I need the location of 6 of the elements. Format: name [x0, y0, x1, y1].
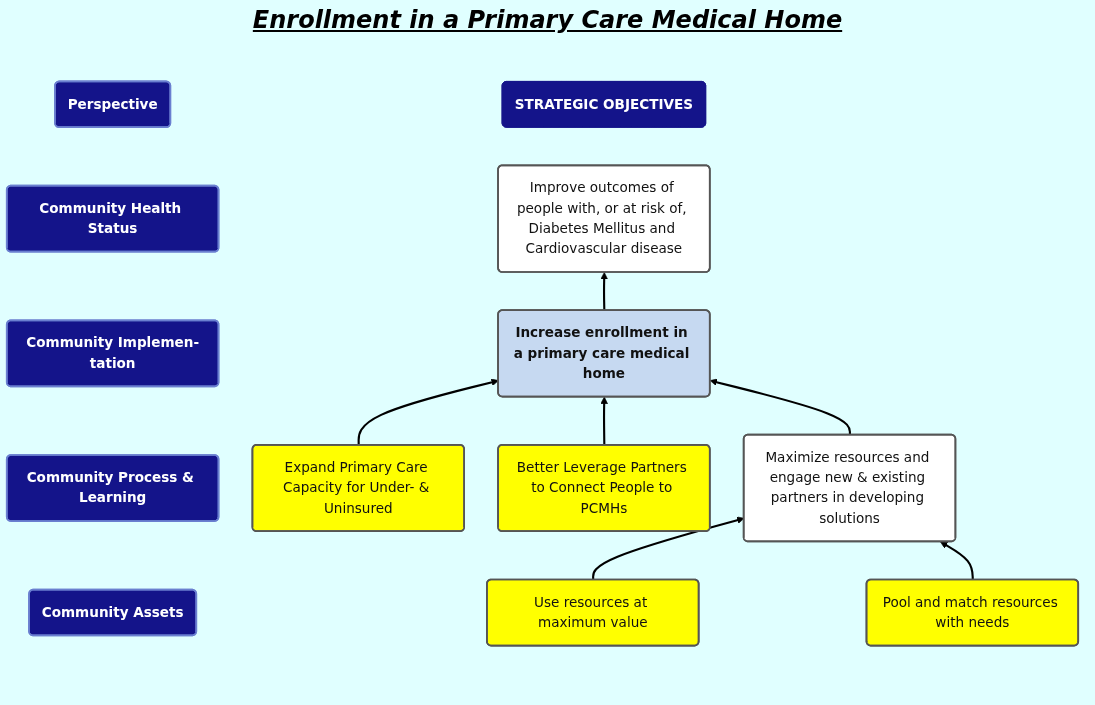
arrow: [600, 396, 608, 446]
arrow: [709, 378, 851, 436]
arrow: [940, 541, 974, 580]
arrow: [357, 378, 499, 446]
arrow: [600, 272, 608, 311]
diagram-title: Enrollment in a Primary Care Medical Home: [251, 6, 844, 34]
